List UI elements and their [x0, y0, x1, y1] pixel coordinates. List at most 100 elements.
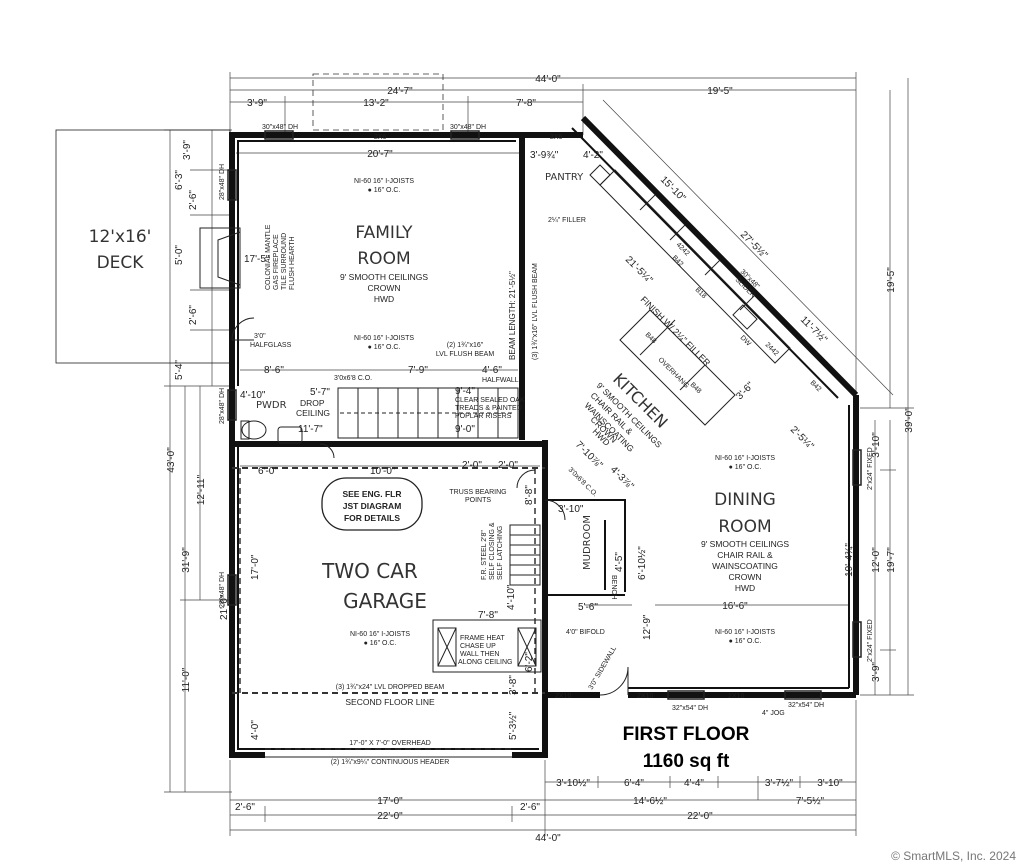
dim-dining-width: 16'-6" [722, 601, 748, 612]
dim-g-c: 2'-0" [462, 460, 482, 471]
family-room-label-1: FAMILY [355, 223, 413, 243]
lumber-2x6-top: 2X6 [374, 134, 387, 141]
dim-pw-d: 9'-4" [455, 386, 475, 397]
dim-pw-c: 11'-7" [298, 424, 323, 435]
powder-room-fixtures [240, 420, 303, 444]
powder-room-label: PWDR [256, 400, 287, 411]
dining-note-5: HWD [735, 583, 755, 593]
dim-g-m: 3'-8" [508, 675, 519, 695]
joist-note-family-2: NI-60 16" I-JOISTS [354, 335, 414, 342]
halfwall-note: HALFWALL [482, 377, 519, 384]
floor-title: FIRST FLOOR [623, 724, 750, 745]
heat-chase [432, 619, 542, 673]
dim-right-bot: 19'-7" [886, 547, 897, 573]
joist-note-family: NI-60 16" I-JOISTS [354, 178, 414, 185]
bifold-note: 4'0" BIFOLD [566, 629, 605, 636]
dim-bot-j: 7'-5½" [796, 796, 825, 807]
dim-k-a: 3'-9¾" [530, 150, 559, 161]
cab-b48-2: B48 [689, 381, 703, 395]
dim-bot-c: 4'-4" [684, 778, 704, 789]
cab-dw: DW [739, 334, 752, 347]
dim-right-b: 12'-0" [871, 547, 882, 573]
dining-note-2: CHAIR RAIL & [717, 550, 773, 560]
dim-right-d: 19'-4¾" [844, 543, 855, 577]
frame-heat-4: ALONG CEILING [458, 659, 512, 666]
windows [227, 130, 862, 700]
dim-left-i: 5'-4" [174, 360, 185, 380]
drop-ceiling-note-1: DROP [300, 398, 325, 408]
family-room-label-2: ROOM [357, 249, 410, 269]
dim-g-d: 2'-0" [498, 460, 518, 471]
floor-area: 1160 sq ft [643, 751, 730, 772]
second-floor-line-note: SECOND FLOOR LINE [345, 697, 435, 707]
basement-stairs [509, 524, 541, 586]
garage-label-2: GARAGE [343, 589, 427, 613]
lvl-beam-note-2: LVL FLUSH BEAM [436, 351, 495, 358]
dim-bot-d: 3'-7½" [765, 778, 794, 789]
oc-note-garage: ● 16" O.C. [364, 640, 397, 647]
beam-length-note: BEAM LENGTH: 21'-5½" [508, 271, 517, 360]
dimension-lines [164, 72, 914, 836]
dim-g-i: 4'-10" [506, 584, 517, 610]
dim-right-a: 3'-10" [871, 432, 882, 458]
dim-g-k: 6'-2" [524, 652, 535, 672]
dropped-beam-note: (3) 1¾"x24" LVL DROPPED BEAM [336, 684, 445, 691]
frame-heat-1: FRAME HEAT [460, 635, 505, 642]
dim-k-b: 4'-2" [583, 150, 603, 161]
dim-top-total: 44'-0" [535, 74, 561, 85]
window-dh-left-3: 28"x48" DH [219, 572, 226, 608]
cab-b48-1: B48 [644, 331, 658, 345]
dim-left-h: 2'-6" [188, 305, 199, 325]
eng-note-1: SEE ENG. FLR [342, 489, 401, 499]
family-note-3: HWD [374, 294, 394, 304]
filler-note: 2¼" FILLER [548, 217, 586, 224]
dim-top-a: 3'-9" [247, 98, 267, 109]
dining-note-1: 9' SMOOTH CEILINGS [701, 539, 789, 549]
dim-top-b: 13'-2" [363, 98, 389, 109]
cab-b42-2: B42 [809, 379, 823, 393]
stair-note-3: POPLAR RISERS [455, 413, 512, 420]
dim-left-d: 3'-9" [182, 140, 193, 160]
deck-size-label: 12'x16' [89, 227, 152, 247]
bench-label: BENCH [610, 575, 617, 600]
dim-g-f: 17'-0" [250, 554, 261, 580]
dim-left-f: 6'-3" [174, 170, 185, 190]
frame-heat-3: WALL THEN [460, 651, 499, 658]
halfglass-note-1: 3'0" [254, 333, 266, 340]
frame-heat-2: CHASE UP [460, 643, 496, 650]
lvl-beam-note-vertical: (3) 1¾"x16" LVL FLUSH BEAM [532, 263, 539, 360]
joist-note-dining-2: NI-60 16" I-JOISTS [715, 629, 775, 636]
dim-right-c: 3'-9" [871, 662, 882, 682]
dim-right-top: 19'-5" [886, 267, 897, 293]
copyright-watermark: © SmartMLS, Inc. 2024 [891, 849, 1016, 863]
drop-ceiling-note-2: CEILING [296, 408, 330, 418]
dim-top-19: 19'-5" [707, 86, 733, 97]
lumber-2x6-k: 2X6 [550, 134, 563, 141]
fireplace [199, 227, 241, 289]
family-note-2: CROWN [367, 283, 400, 293]
sidewall-note: 3'0" SIDEWALL [588, 645, 618, 691]
fire-door-note-2: SELF CLOSING & [489, 522, 496, 580]
dim-fam-c: 4'-6" [482, 365, 502, 376]
overhang-note: OVERHANG [657, 356, 690, 389]
lvl-beam-note-1: (2) 1¾"x16" [447, 342, 484, 349]
oc-note-dining-2: ● 16" O.C. [729, 638, 762, 645]
stair-note-2: TREADS & PAINTED [455, 405, 522, 412]
dim-top-24: 24'-7" [387, 86, 413, 97]
dim-diag-d: 21'-5¼" [623, 254, 656, 287]
window-dh-bottom-2: 32"x54" DH [788, 702, 824, 709]
dining-note-4: CROWN [728, 572, 761, 582]
dim-bot-e: 3'-10" [817, 778, 843, 789]
dim-g-l: 5'-3½" [508, 711, 519, 740]
exterior-walls [229, 115, 859, 759]
window-dh-left-1: 28"x48" DH [219, 164, 226, 200]
co-note-2: 3'0x6'8 C.O. [567, 466, 599, 498]
dim-top-c: 7'-8" [516, 98, 536, 109]
dim-fam-b: 7'-9" [408, 365, 428, 376]
dim-mud-a: 3'-10" [558, 504, 584, 515]
deck-label: DECK [97, 253, 145, 273]
halfglass-note-2: HALFGLASS [250, 342, 292, 349]
eng-floor-note-box [321, 477, 423, 531]
joist-note-dining: NI-60 16" I-JOISTS [715, 455, 775, 462]
